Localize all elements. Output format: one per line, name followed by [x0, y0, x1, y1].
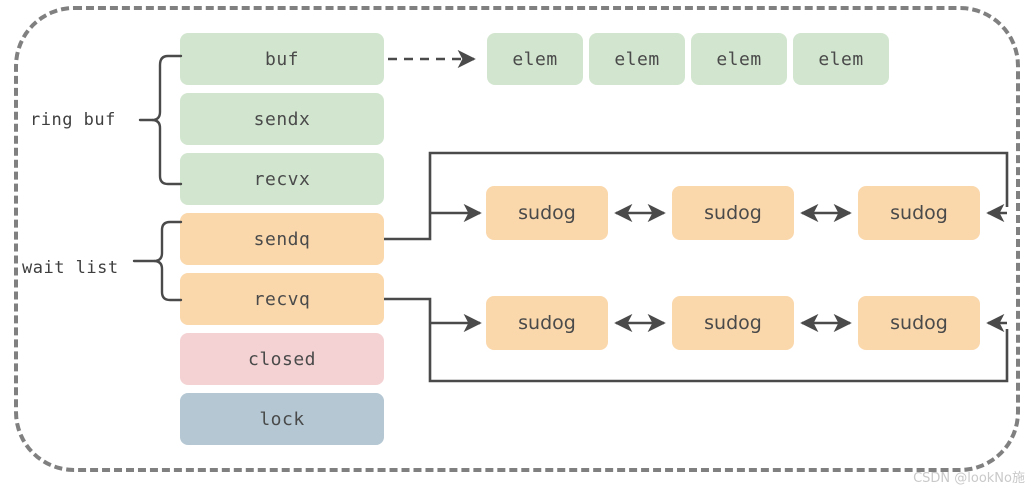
field-label-sendx: sendx	[253, 108, 311, 130]
group-label-ring-buf-text: ring buf	[30, 110, 116, 130]
elem-box-0[interactable]: elem	[487, 33, 583, 85]
elem-box-3[interactable]: elem	[793, 33, 889, 85]
sudog-label: sudog	[890, 202, 948, 224]
field-box-sendq[interactable]: sendq	[180, 213, 384, 265]
group-label-wait-list: wait list	[22, 258, 119, 278]
sudog-label: sudog	[518, 202, 576, 224]
field-label-closed: closed	[247, 348, 317, 370]
elem-label-0: elem	[512, 48, 558, 70]
elem-box-2[interactable]: elem	[691, 33, 787, 85]
elem-label-3: elem	[818, 48, 864, 70]
sendq-sudog-2[interactable]: sudog	[858, 186, 980, 240]
sudog-label: sudog	[704, 312, 762, 334]
field-label-sendq: sendq	[253, 228, 311, 250]
elem-label-2: elem	[716, 48, 762, 70]
field-label-buf: buf	[264, 48, 299, 70]
sendq-sudog-1[interactable]: sudog	[672, 186, 794, 240]
group-label-ring-buf: ring buf	[30, 110, 116, 130]
field-box-closed[interactable]: closed	[180, 333, 384, 385]
field-box-recvx[interactable]: recvx	[180, 153, 384, 205]
field-box-lock[interactable]: lock	[180, 393, 384, 445]
hchan-struct-boundary	[14, 6, 1020, 472]
sudog-label: sudog	[704, 202, 762, 224]
recvq-sudog-2[interactable]: sudog	[858, 296, 980, 350]
field-box-buf[interactable]: buf	[180, 33, 384, 85]
recvq-sudog-1[interactable]: sudog	[672, 296, 794, 350]
field-box-recvq[interactable]: recvq	[180, 273, 384, 325]
group-label-wait-list-text: wait list	[22, 258, 119, 278]
field-box-sendx[interactable]: sendx	[180, 93, 384, 145]
watermark: CSDN @lookNo施	[913, 471, 1025, 486]
sudog-label: sudog	[890, 312, 948, 334]
sudog-label: sudog	[518, 312, 576, 334]
field-label-recvx: recvx	[253, 168, 311, 190]
elem-box-1[interactable]: elem	[589, 33, 685, 85]
field-label-recvq: recvq	[253, 288, 311, 310]
recvq-sudog-0[interactable]: sudog	[486, 296, 608, 350]
sendq-sudog-0[interactable]: sudog	[486, 186, 608, 240]
elem-label-1: elem	[614, 48, 660, 70]
field-label-lock: lock	[259, 408, 305, 430]
